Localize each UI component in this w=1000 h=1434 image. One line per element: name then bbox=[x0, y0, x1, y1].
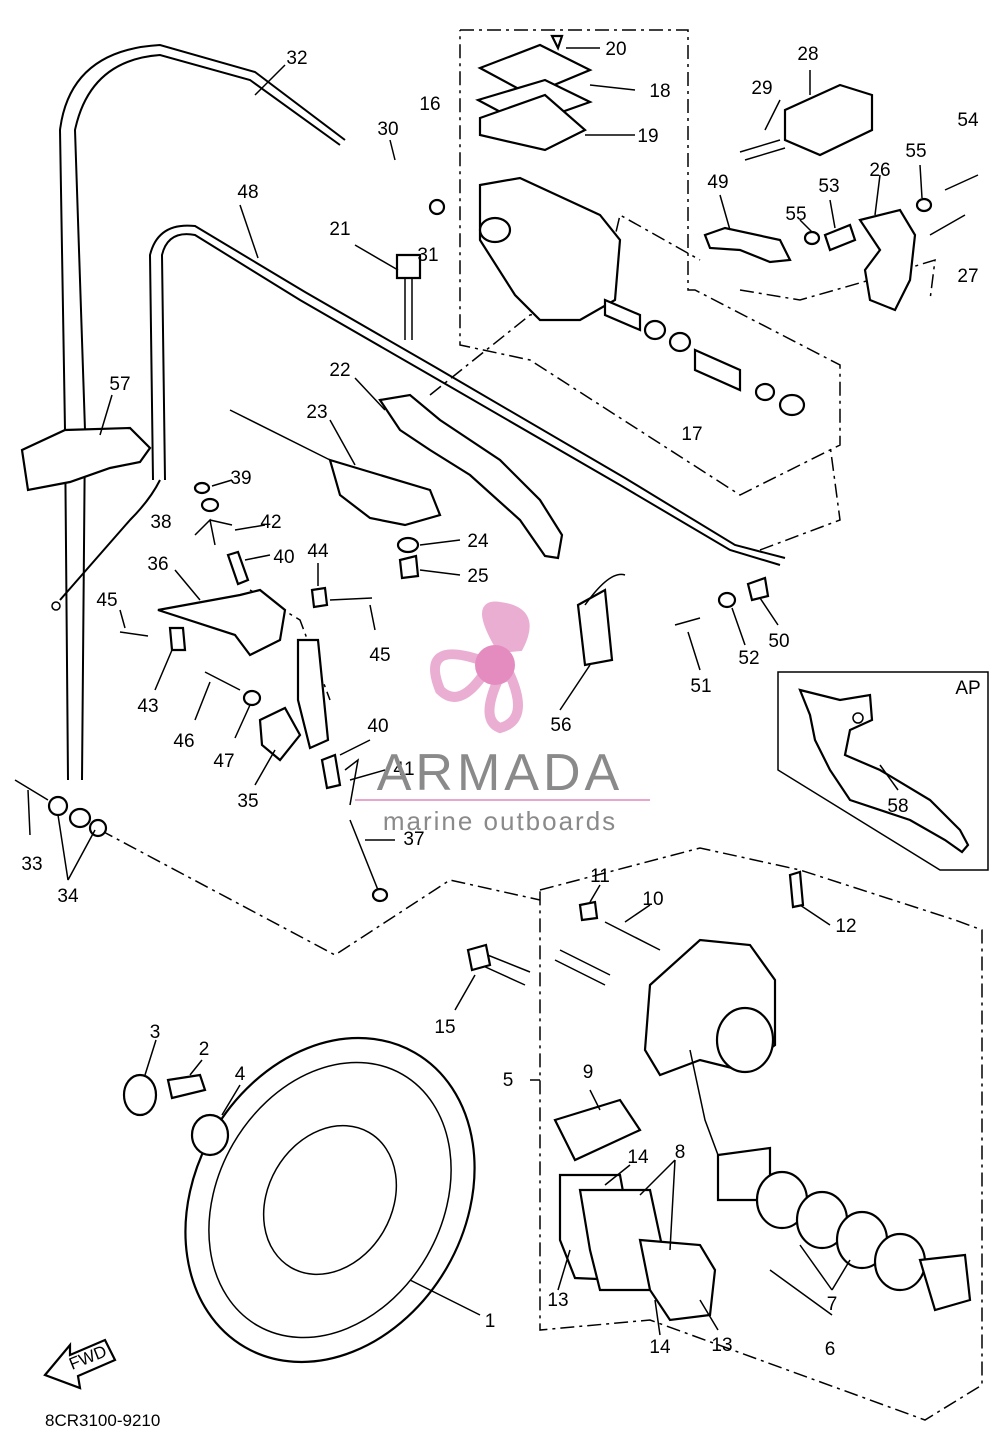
part-label-19: 19 bbox=[637, 126, 658, 147]
part-label-1: 1 bbox=[485, 1311, 496, 1332]
part-label-50: 50 bbox=[768, 631, 789, 652]
leader-lines bbox=[27, 47, 923, 1336]
part-label-33: 33 bbox=[21, 854, 42, 875]
part-label-55b: 55 bbox=[785, 204, 806, 225]
part-label-12: 12 bbox=[835, 916, 856, 937]
part-label-8: 8 bbox=[675, 1142, 686, 1163]
part-label-9: 9 bbox=[583, 1062, 594, 1083]
part-label-2: 2 bbox=[199, 1039, 210, 1060]
part-label-54: 54 bbox=[957, 110, 979, 131]
master-cylinder-assembly bbox=[395, 34, 979, 626]
part-label-45a: 45 bbox=[96, 590, 117, 611]
part-label-14a: 14 bbox=[627, 1147, 649, 1168]
part-label-3: 3 bbox=[150, 1022, 161, 1043]
part-label-13b: 13 bbox=[711, 1335, 732, 1356]
caliper-assembly bbox=[466, 870, 972, 1322]
part-label-40b: 40 bbox=[367, 716, 388, 737]
brake-disc bbox=[122, 1036, 476, 1364]
part-label-49: 49 bbox=[707, 172, 728, 193]
part-label-6: 6 bbox=[825, 1339, 836, 1360]
part-label-21: 21 bbox=[329, 219, 350, 240]
forward-arrow-icon: FWD bbox=[43, 1338, 117, 1390]
part-label-45b: 45 bbox=[369, 645, 390, 666]
part-label-22: 22 bbox=[329, 360, 350, 381]
part-label-5: 5 bbox=[503, 1070, 514, 1091]
part-label-51: 51 bbox=[690, 676, 711, 697]
part-label-55a: 55 bbox=[905, 141, 926, 162]
part-label-13a: 13 bbox=[547, 1290, 568, 1311]
part-label-27: 27 bbox=[957, 266, 978, 287]
part-label-42: 42 bbox=[260, 512, 281, 533]
cables bbox=[51, 43, 786, 781]
part-label-11: 11 bbox=[590, 866, 610, 887]
part-label-40a: 40 bbox=[273, 547, 294, 568]
part-label-18: 18 bbox=[649, 81, 670, 102]
drawing-code: 8CR3100-9210 bbox=[45, 1411, 160, 1430]
part-label-17: 17 bbox=[681, 424, 702, 445]
inset-ap-box bbox=[777, 671, 989, 871]
part-label-58: 58 bbox=[887, 796, 908, 817]
part-label-39: 39 bbox=[230, 468, 251, 489]
group-outlines bbox=[99, 29, 983, 1421]
part-label-53: 53 bbox=[818, 176, 839, 197]
part-label-20: 20 bbox=[605, 39, 626, 60]
watermark-brand: ARMADA bbox=[377, 744, 623, 802]
part-label-52: 52 bbox=[738, 648, 759, 669]
part-label-44: 44 bbox=[307, 541, 329, 562]
propeller-logo-icon bbox=[430, 601, 530, 734]
part-label-4: 4 bbox=[235, 1064, 246, 1085]
part-label-48: 48 bbox=[237, 182, 258, 203]
part-label-35: 35 bbox=[237, 791, 258, 812]
part-label-10: 10 bbox=[642, 889, 663, 910]
part-label-24: 24 bbox=[467, 531, 489, 552]
part-label-28: 28 bbox=[797, 44, 818, 65]
part-labels: 1 1 2 3 4 5 6 7 8 9 10 11 12 13 13 14 14… bbox=[21, 39, 980, 1360]
part-label-30: 30 bbox=[377, 119, 398, 140]
part-label-56: 56 bbox=[550, 715, 571, 736]
part-label-32: 32 bbox=[286, 48, 307, 69]
part-label-38: 38 bbox=[150, 512, 171, 533]
part-label-16: 16 bbox=[419, 94, 440, 115]
watermark-tagline: marine outboards bbox=[383, 806, 617, 836]
part-label-43: 43 bbox=[137, 696, 158, 717]
part-label-15: 15 bbox=[434, 1017, 455, 1038]
part-label-41: 41 bbox=[393, 759, 414, 780]
inset-tag-ap: AP bbox=[955, 678, 980, 699]
part-label-36: 36 bbox=[147, 554, 168, 575]
lever-assembly bbox=[14, 393, 626, 903]
part-label-14b: 14 bbox=[649, 1337, 671, 1358]
part-label-7: 7 bbox=[827, 1294, 838, 1315]
part-label-26: 26 bbox=[869, 160, 890, 181]
part-label-29: 29 bbox=[751, 78, 772, 99]
part-label-47: 47 bbox=[213, 751, 234, 772]
part-label-57: 57 bbox=[109, 374, 130, 395]
part-label-34: 34 bbox=[57, 886, 79, 907]
part-label-25: 25 bbox=[467, 566, 488, 587]
part-label-23: 23 bbox=[306, 402, 327, 423]
part-label-31: 31 bbox=[417, 245, 438, 266]
part-label-46: 46 bbox=[173, 731, 194, 752]
part-label-37: 37 bbox=[403, 829, 424, 850]
